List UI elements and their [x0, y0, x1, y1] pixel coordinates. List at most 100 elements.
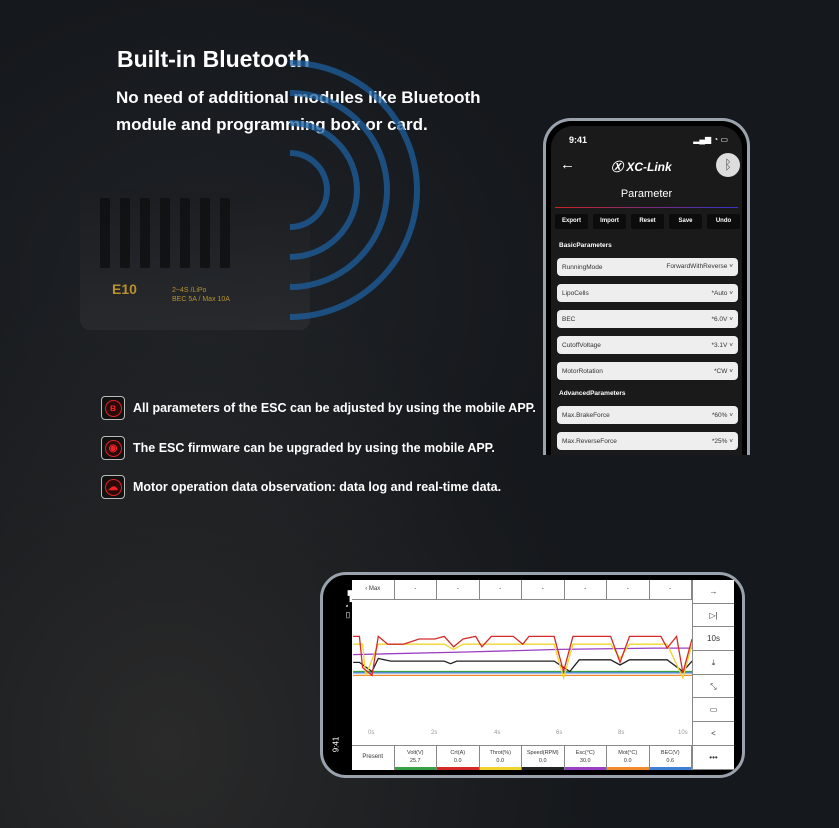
series-line-crta: [353, 634, 692, 677]
value-cell: Volt(V) 25.7: [394, 746, 437, 770]
back-arrow-icon[interactable]: ←: [560, 156, 575, 173]
phone-parameter-screen: 9:41 ▂▄▆ ◔ ▭ ← Ⓧ XC-Link ᛒ Parameter Exp…: [543, 118, 750, 478]
subtitle: No need of additional modules like Bluet…: [116, 88, 481, 134]
max-row: ‹ Max - - - - - - -: [352, 580, 692, 600]
series-line-throt: [353, 643, 692, 681]
column-value: 0.0: [538, 758, 547, 764]
bluetooth-waves-icon: [106, 6, 474, 374]
param-name: BEC: [562, 315, 576, 323]
param-max-reverse-force[interactable]: Max.ReverseForce*25% ˅: [557, 432, 738, 450]
column-value: 0.0: [453, 758, 462, 764]
spec-line: 2~4S /LiPo: [172, 287, 207, 294]
undo-button[interactable]: Undo: [707, 214, 740, 229]
max-cell: -: [395, 580, 437, 599]
column-value: 0.0: [496, 758, 505, 764]
esc-model-label: E10: [112, 281, 137, 297]
value-cell: Mot(°C)0.0: [607, 746, 650, 770]
value-cell: Crt(A) 0.0: [437, 746, 480, 770]
toolbar-right: → ▷| 10s ⤓ ⤡ ▭ < •••: [692, 580, 734, 770]
value-cell: BEC(V) 0.6: [649, 746, 692, 770]
reset-button[interactable]: Reset: [631, 214, 664, 229]
value-cell: Speed(RPM) 0.0: [522, 746, 565, 770]
export-button[interactable]: Export: [555, 214, 588, 229]
param-cutoff-voltage[interactable]: CutoffVoltage*3.1V ˅: [557, 336, 738, 354]
skip-end-icon[interactable]: ▷|: [693, 604, 734, 628]
present-row: Present Volt(V)25.7 Crt(A)0.0 Throt(%)0.…: [352, 745, 692, 770]
upgrade-signal-icon: ◉: [101, 436, 125, 460]
cloud-upload-icon: ☁: [101, 475, 125, 499]
max-cell: -: [650, 580, 692, 599]
param-lipo-cells[interactable]: LipoCells*Auto ˅: [557, 284, 738, 302]
x-tick: 4s: [494, 730, 501, 736]
value-cell: Throt(%) 0.0: [479, 746, 522, 770]
x-tick: 2s: [431, 730, 438, 736]
param-name: MotorRotation: [562, 367, 603, 375]
param-value: *6.0V: [711, 315, 728, 323]
column-name: Volt(V): [406, 750, 424, 756]
param-name: RunningMode: [562, 263, 603, 271]
status-icons: ▂▄▆ ◔ ▭: [693, 135, 728, 144]
bluetooth-button[interactable]: ᛒ: [716, 153, 740, 177]
feature-item: ◉The ESC firmware can be upgraded by usi…: [101, 436, 495, 460]
status-time: 9:41: [331, 736, 341, 753]
column-name: Esc(°C): [575, 750, 595, 756]
max-label: Max: [368, 586, 381, 592]
app-logo: Ⓧ XC-Link: [611, 160, 672, 174]
param-motor-rotation[interactable]: MotorRotation*CW ˅: [557, 362, 738, 380]
param-value: *60%: [711, 411, 728, 419]
status-time: 9:41: [569, 135, 588, 145]
column-name: Mot(°C): [618, 750, 638, 756]
screen-title: Parameter: [620, 188, 673, 200]
time-window-button[interactable]: 10s: [693, 627, 734, 652]
feature-text: All parameters of the ESC can be adjuste…: [133, 401, 536, 415]
download-icon[interactable]: ⤓: [693, 651, 734, 675]
column-value: 0.6: [666, 758, 675, 764]
x-tick: 0s: [368, 730, 375, 736]
crop-mask: [543, 455, 753, 485]
section-basic: BasicParameters: [559, 242, 612, 249]
param-name: LipoCells: [562, 289, 589, 297]
param-bec[interactable]: BEC*6.0V ˅: [557, 310, 738, 328]
x-tick: 6s: [556, 730, 563, 736]
divider: [555, 207, 738, 208]
more-icon[interactable]: •••: [693, 746, 734, 770]
save-button[interactable]: Save: [669, 214, 702, 229]
param-value: *CW: [714, 367, 728, 375]
bluetooth-icon: ʙ: [101, 396, 125, 420]
column-name: Crt(A): [450, 750, 466, 756]
x-tick: 8s: [618, 730, 625, 736]
column-value: 25.7: [409, 758, 421, 764]
column-name: Throt(%): [489, 750, 511, 756]
page-title: Built-in Bluetooth: [117, 46, 310, 72]
feature-text: Motor operation data observation: data l…: [133, 480, 502, 494]
series-line-speedrpm: [353, 657, 692, 673]
feature-item: ☁ Motor operation data observation: data …: [101, 475, 501, 499]
status-icons: ▭ ◔ ▂▄: [342, 590, 352, 619]
resize-icon[interactable]: ⤡: [693, 675, 734, 699]
folder-icon[interactable]: ▭: [693, 698, 734, 723]
forward-arrow-icon[interactable]: →: [693, 580, 734, 604]
section-advanced: AdvancedParameters: [559, 390, 626, 397]
param-value: ForwardWithReverse: [666, 263, 728, 270]
back-max-cell[interactable]: ‹ Max: [352, 580, 395, 599]
max-cell: -: [437, 580, 480, 599]
param-value: *3.1V: [711, 341, 728, 349]
value-cell: Esc(°C)30.0: [564, 746, 607, 770]
share-icon[interactable]: <: [693, 722, 734, 746]
data-log-chart: [353, 634, 692, 681]
param-name: CutoffVoltage: [562, 341, 601, 349]
param-max-brake-force[interactable]: Max.BrakeForce*60% ˅: [557, 406, 738, 424]
x-tick: 10s: [678, 730, 688, 736]
param-value: *Auto: [711, 289, 728, 297]
column-name: Speed(RPM): [526, 750, 559, 756]
column-name: BEC(V): [660, 750, 680, 756]
datalog-screen: ‹ Max - - - - - - - 0s 2s 4s 6s 8s 10s →…: [352, 580, 734, 770]
import-button[interactable]: Import: [593, 214, 626, 229]
spec-line: BEC 5A / Max 10A: [172, 296, 230, 303]
max-cell: -: [480, 580, 522, 599]
max-cell: -: [522, 580, 565, 599]
app-name: XC-Link: [626, 160, 672, 174]
param-value: *25%: [711, 437, 728, 445]
